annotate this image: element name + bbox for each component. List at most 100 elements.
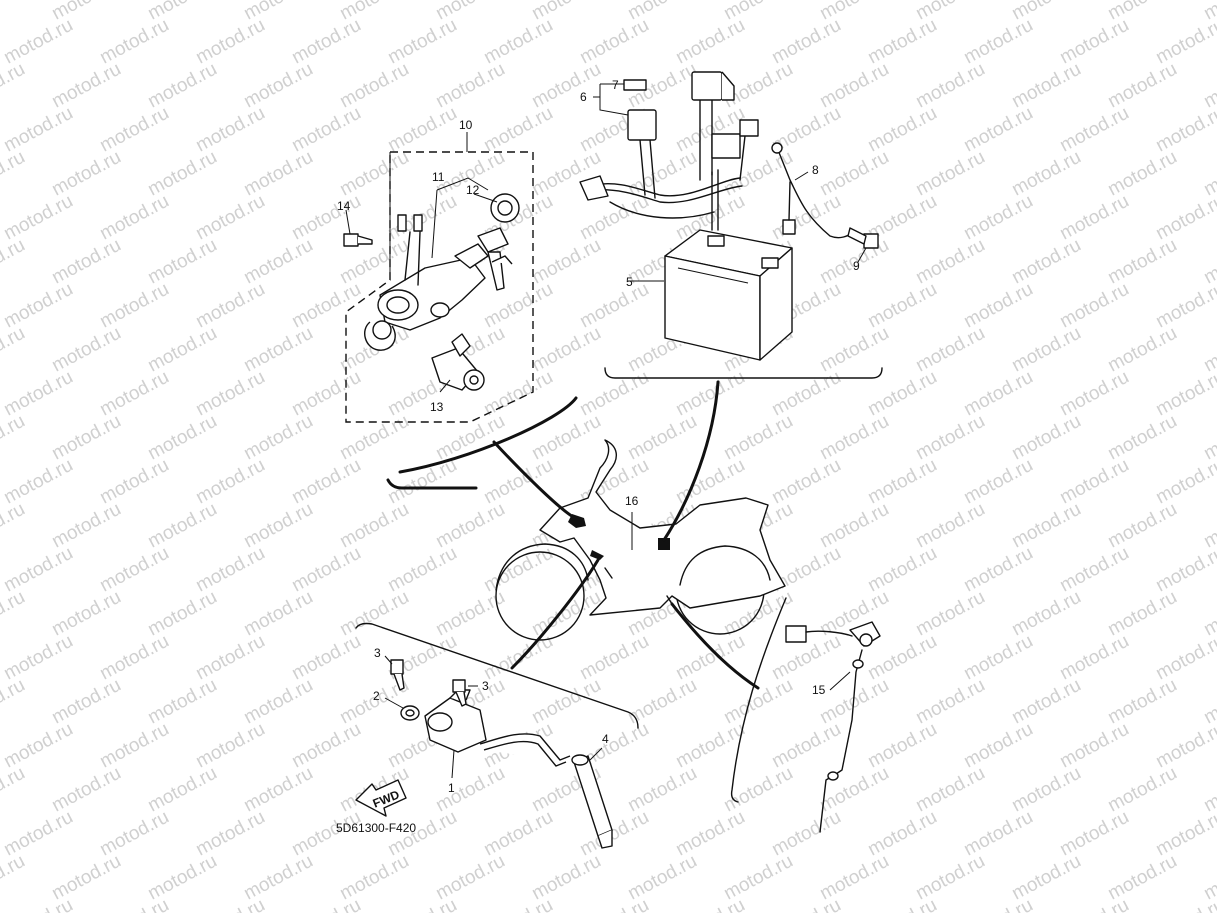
watermark-text: motod.ru bbox=[1008, 499, 1084, 553]
watermark-text: motod.ru bbox=[192, 543, 268, 597]
watermark-text: motod.ru bbox=[0, 235, 29, 289]
watermark-text: motod.ru bbox=[384, 103, 460, 157]
watermark-text: motod.ru bbox=[384, 543, 460, 597]
watermark-text: motod.ru bbox=[1104, 763, 1180, 817]
watermark-text: motod.ru bbox=[96, 895, 172, 913]
watermark-text: motod.ru bbox=[48, 235, 124, 289]
watermark-text: motod.ru bbox=[0, 147, 29, 201]
watermark-text: motod.ru bbox=[432, 851, 508, 905]
watermark-text: motod.ru bbox=[864, 807, 940, 861]
watermark-text: motod.ru bbox=[960, 719, 1036, 773]
watermark-text: motod.ru bbox=[192, 895, 268, 913]
watermark-text: motod.ru bbox=[720, 851, 796, 905]
watermark-text: motod.ru bbox=[672, 631, 748, 685]
neutral-switch-part bbox=[785, 621, 881, 833]
watermark-text: motod.ru bbox=[0, 763, 29, 817]
watermark-text: motod.ru bbox=[864, 895, 940, 913]
watermark-text: motod.ru bbox=[576, 15, 652, 69]
watermark-text: motod.ru bbox=[528, 235, 604, 289]
watermark-text: motod.ru bbox=[816, 323, 892, 377]
watermark-text: motod.ru bbox=[0, 587, 29, 641]
watermark-text: motod.ru bbox=[864, 367, 940, 421]
watermark-text: motod.ru bbox=[1056, 103, 1132, 157]
watermark-text: motod.ru bbox=[624, 763, 700, 817]
watermark-text: motod.ru bbox=[0, 191, 76, 245]
watermark-text: motod.ru bbox=[480, 103, 556, 157]
watermark-text: motod.ru bbox=[0, 455, 76, 509]
watermark-text: motod.ru bbox=[528, 323, 604, 377]
callout-15: 15 bbox=[812, 683, 826, 697]
watermark-text: motod.ru bbox=[480, 631, 556, 685]
watermark-text: motod.ru bbox=[624, 411, 700, 465]
watermark-text: motod.ru bbox=[864, 543, 940, 597]
battery-location-mark bbox=[658, 538, 670, 550]
watermark-text: motod.ru bbox=[192, 15, 268, 69]
callout-8: 8 bbox=[812, 163, 819, 177]
watermark-text: motod.ru bbox=[1104, 675, 1180, 729]
callout-5: 5 bbox=[626, 275, 633, 289]
watermark-text: motod.ru bbox=[0, 499, 29, 553]
watermark-text: motod.ru bbox=[0, 543, 76, 597]
watermark-text: motod.ru bbox=[480, 15, 556, 69]
watermark-text: motod.ru bbox=[672, 15, 748, 69]
callout-14: 14 bbox=[337, 199, 351, 213]
watermark-text: motod.ru bbox=[1008, 411, 1084, 465]
watermark-text: motod.ru bbox=[48, 499, 124, 553]
watermark-text: motod.ru bbox=[768, 367, 844, 421]
watermark-text: motod.ru bbox=[144, 323, 220, 377]
wire-terminal-part bbox=[413, 214, 423, 232]
watermark-text: motod.ru bbox=[1104, 323, 1180, 377]
bolt-part bbox=[390, 659, 405, 691]
watermark-text: motod.ru bbox=[0, 59, 29, 113]
watermark-text: motod.ru bbox=[336, 147, 412, 201]
watermark-text: motod.ru bbox=[1104, 59, 1180, 113]
watermark-text: motod.ru bbox=[288, 279, 364, 333]
watermark-text: motod.ru bbox=[1152, 455, 1217, 509]
watermark-text: motod.ru bbox=[0, 851, 29, 905]
watermark-text: motod.ru bbox=[240, 411, 316, 465]
watermark-text: motod.ru bbox=[1008, 587, 1084, 641]
watermark-text: motod.ru bbox=[96, 15, 172, 69]
watermark-text: motod.ru bbox=[432, 763, 508, 817]
watermark-text: motod.ru bbox=[528, 59, 604, 113]
watermark-text: motod.ru bbox=[192, 719, 268, 773]
watermark-text: motod.ru bbox=[864, 279, 940, 333]
watermark-text: motod.ru bbox=[768, 455, 844, 509]
watermark-text: motod.ru bbox=[960, 807, 1036, 861]
watermark-text: motod.ru bbox=[96, 719, 172, 773]
watermark-text: motod.ru bbox=[96, 631, 172, 685]
watermark-text: motod.ru bbox=[864, 15, 940, 69]
watermark-text: motod.ru bbox=[480, 543, 556, 597]
watermark-text: motod.ru bbox=[1152, 191, 1217, 245]
watermark-text: motod.ru bbox=[0, 279, 76, 333]
watermark-text: motod.ru bbox=[816, 499, 892, 553]
watermark-text: motod.ru bbox=[0, 15, 76, 69]
screw-part bbox=[343, 233, 373, 247]
watermark-text: motod.ru bbox=[48, 147, 124, 201]
watermark-text: motod.ru bbox=[192, 367, 268, 421]
watermark-text: motod.ru bbox=[96, 279, 172, 333]
watermark-text: motod.ru bbox=[48, 411, 124, 465]
callout-16: 16 bbox=[625, 494, 639, 508]
watermark-text: motod.ru bbox=[240, 851, 316, 905]
watermark-text: motod.ru bbox=[96, 455, 172, 509]
watermark-text: motod.ru bbox=[1104, 587, 1180, 641]
watermark-text: motod.ru bbox=[720, 411, 796, 465]
watermark-text: motod.ru bbox=[432, 411, 508, 465]
callout-3: 3 bbox=[482, 679, 489, 693]
watermark-text: motod.ru bbox=[960, 455, 1036, 509]
watermark-text: motod.ru bbox=[816, 147, 892, 201]
watermark-text: motod.ru bbox=[48, 851, 124, 905]
callout-1: 1 bbox=[448, 781, 455, 795]
watermark-text: motod.ru bbox=[144, 147, 220, 201]
watermark-text: motod.ru bbox=[1008, 323, 1084, 377]
watermark-text: motod.ru bbox=[1104, 851, 1180, 905]
watermark-text: motod.ru bbox=[912, 499, 988, 553]
watermark-text: motod.ru bbox=[0, 323, 29, 377]
watermark-text: motod.ru bbox=[816, 411, 892, 465]
watermark-text: motod.ru bbox=[0, 719, 76, 773]
watermark-text: motod.ru bbox=[1152, 367, 1217, 421]
callout-13: 13 bbox=[430, 400, 444, 414]
negative-cable-part bbox=[771, 142, 855, 239]
watermark-text: motod.ru bbox=[96, 367, 172, 421]
